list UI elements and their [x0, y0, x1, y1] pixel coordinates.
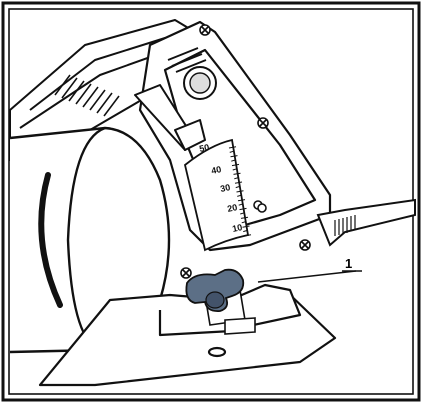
screw-icons — [180, 24, 311, 279]
scale-tick — [242, 225, 250, 228]
scale-tick — [237, 199, 246, 202]
scale-tick — [235, 185, 240, 189]
scale-tick — [233, 172, 241, 175]
scale-tick — [240, 216, 249, 219]
scale-tick — [229, 150, 234, 153]
scale-tick — [231, 163, 240, 167]
top-knob-icon — [183, 66, 217, 100]
scale-tick — [230, 155, 238, 158]
scale-tick — [231, 159, 236, 162]
scale-tick — [232, 168, 237, 171]
scale-label-40: 40 — [210, 164, 222, 176]
power-cord — [316, 198, 416, 247]
scale-tick — [228, 146, 237, 149]
scale-label-30: 30 — [219, 182, 231, 194]
motor-vents — [54, 74, 120, 117]
scale-tick — [234, 181, 243, 184]
bevel-lever — [134, 84, 206, 151]
scale-label-10: 10 — [231, 222, 243, 234]
scale-tick — [241, 221, 246, 224]
scale-tick — [243, 229, 248, 233]
callout-1: 1 — [257, 256, 362, 283]
scale-label-50: 50 — [198, 142, 210, 154]
scale-tick — [234, 177, 239, 180]
callout-label: 1 — [345, 256, 352, 271]
bevel-lock-knob-icon — [185, 268, 245, 312]
scale-tick — [239, 207, 247, 211]
scale-tick — [238, 203, 243, 206]
scale-tick — [237, 194, 242, 197]
scale-label-20: 20 — [226, 202, 238, 214]
scale-pointer — [257, 203, 267, 213]
handle-vents — [167, 47, 207, 73]
scale-tick — [243, 234, 252, 237]
scale-tick — [240, 212, 245, 215]
scale-tick — [236, 190, 244, 193]
